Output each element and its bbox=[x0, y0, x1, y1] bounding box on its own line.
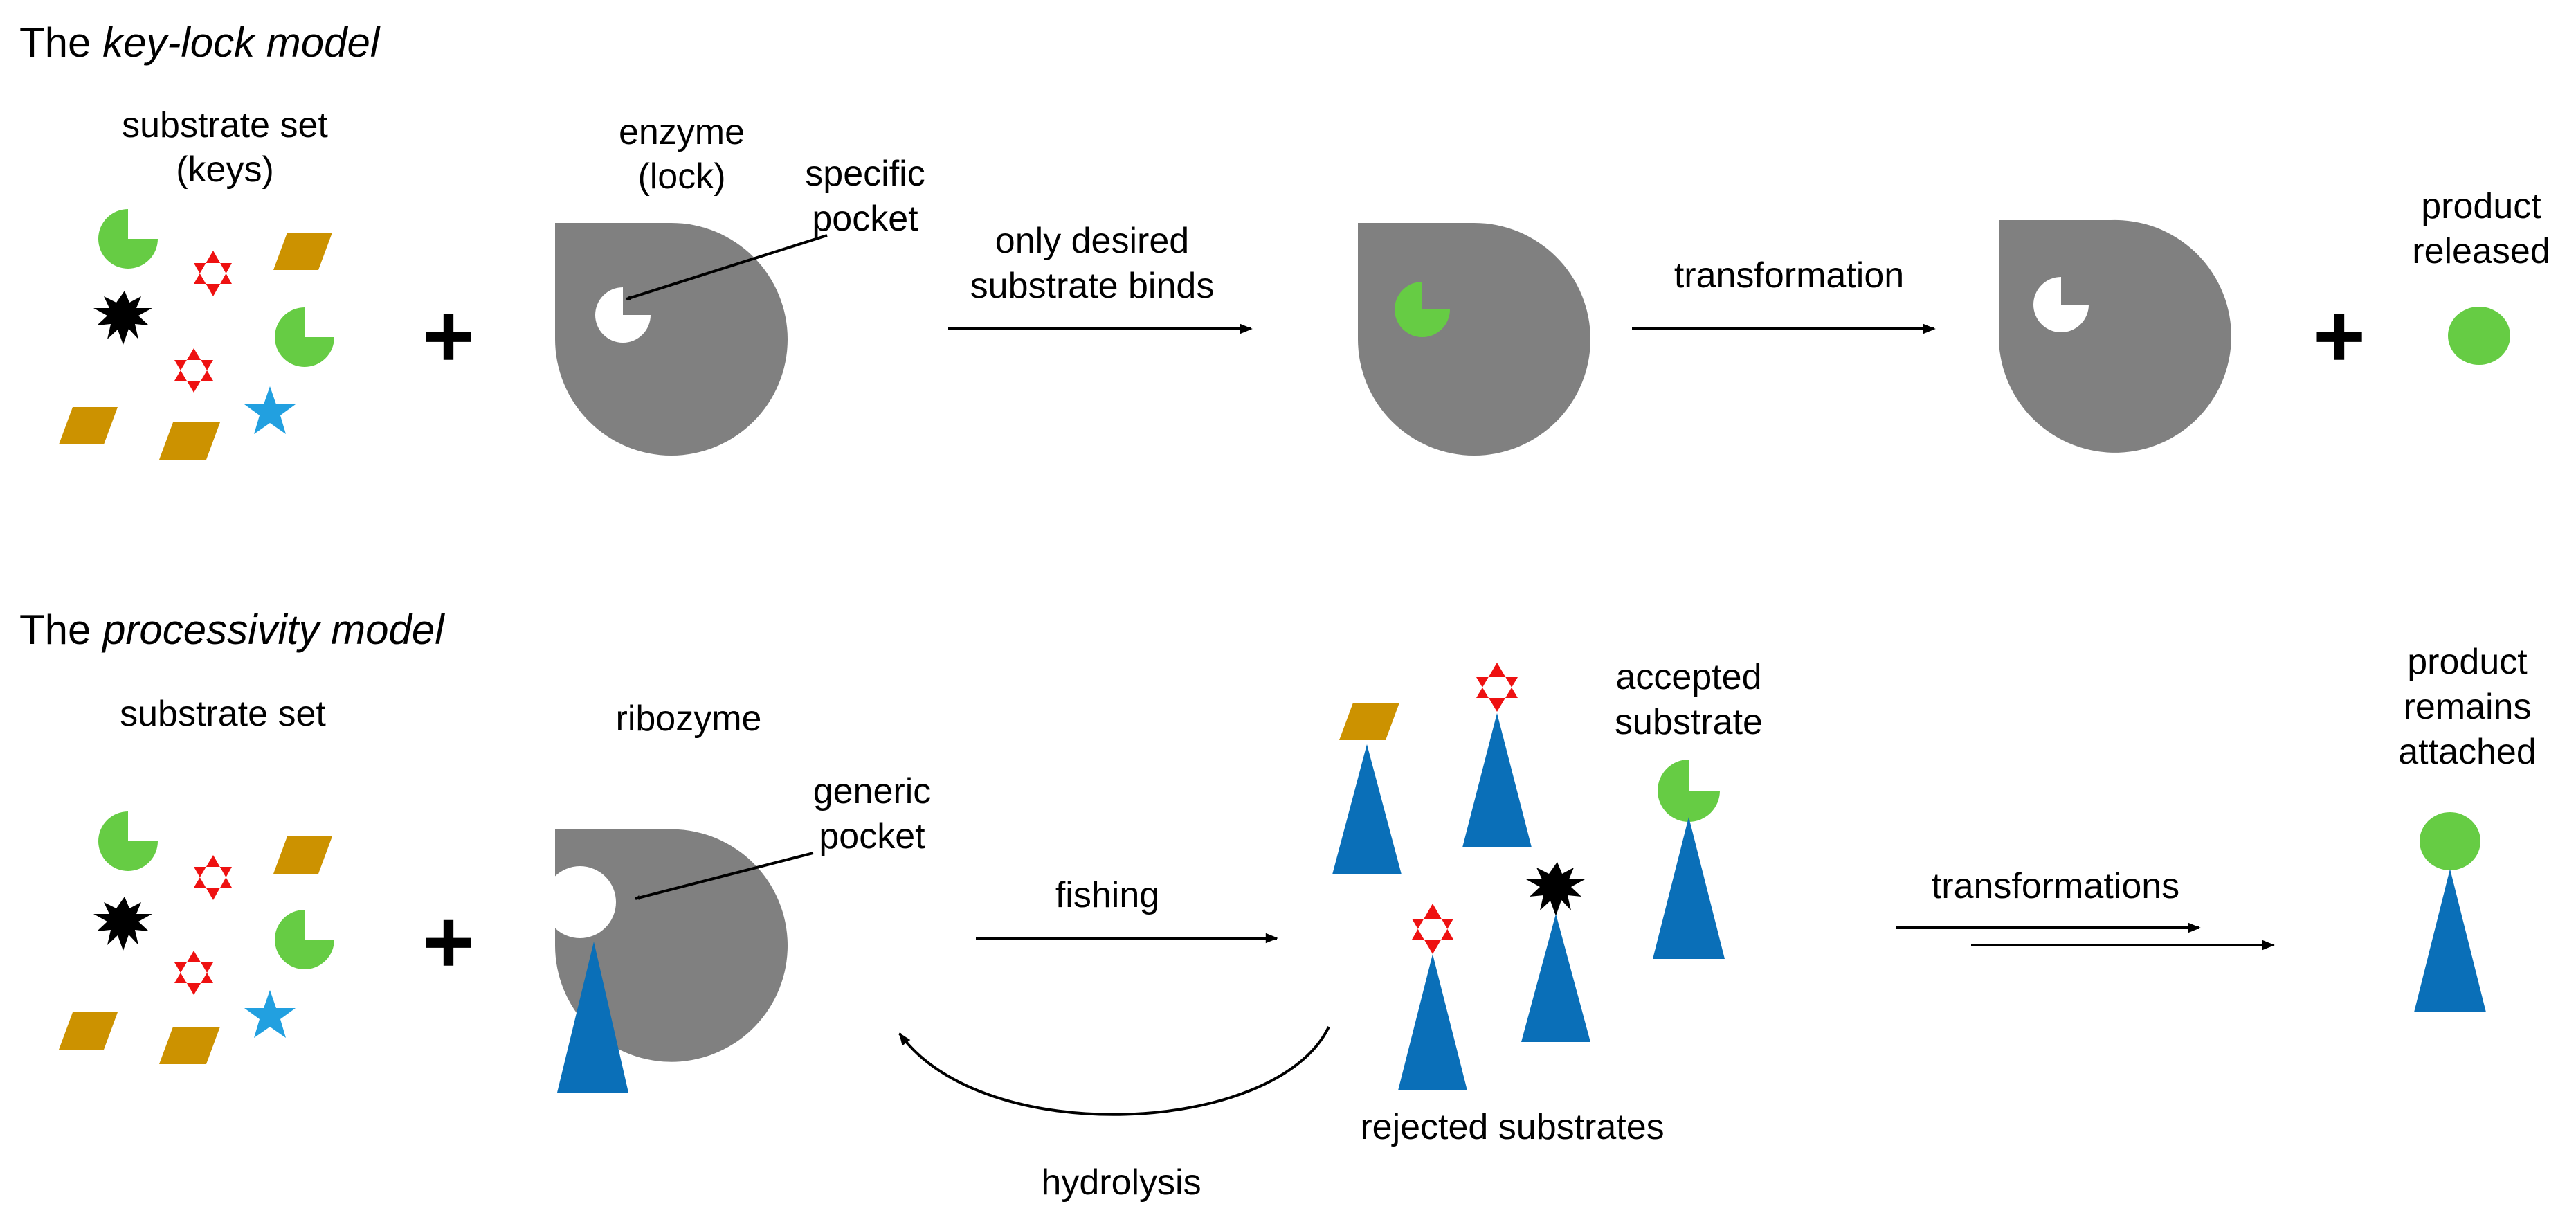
product-released-sublabel: released bbox=[2412, 231, 2550, 271]
binding-sublabel: substrate binds bbox=[970, 266, 1215, 306]
substrate-set-sublabel: (keys) bbox=[176, 150, 274, 190]
free-enzyme-shape bbox=[1999, 219, 2231, 453]
spiky-star-shape bbox=[1526, 862, 1585, 916]
specific-pocket-label: specific bbox=[805, 154, 925, 194]
cone-shape bbox=[1462, 713, 1532, 847]
pacman-shape bbox=[275, 910, 334, 969]
product-circle-shape bbox=[2448, 307, 2510, 365]
enzyme-label: enzyme bbox=[619, 112, 745, 152]
accepted-substrate-label: accepted bbox=[1615, 657, 1761, 697]
anchored-cone-shape bbox=[557, 942, 628, 1093]
ribozyme-shape bbox=[555, 829, 788, 1062]
parallelogram-shape bbox=[159, 1027, 220, 1064]
product-released-label: product bbox=[2421, 186, 2541, 226]
pocket-pointer-arrow bbox=[635, 852, 814, 900]
hexagram-shape bbox=[174, 348, 213, 393]
hydrolysis-label: hydrolysis bbox=[1041, 1162, 1201, 1203]
processivity-title: The processivity model bbox=[19, 606, 445, 653]
bound-substrate-shape bbox=[1395, 282, 1450, 337]
key-lock-title: The key-lock model bbox=[19, 19, 381, 66]
substrate-set-label: substrate set bbox=[120, 694, 326, 734]
generic-pocket-shape bbox=[544, 866, 616, 938]
fishing-label: fishing bbox=[1055, 875, 1159, 915]
specific-pocket-shape bbox=[595, 287, 651, 343]
spiky-star-shape bbox=[93, 897, 152, 951]
pacman-shape bbox=[98, 209, 158, 269]
cone-shape bbox=[1521, 914, 1590, 1042]
hexagram-shape bbox=[1476, 663, 1518, 712]
spiky-star-shape bbox=[93, 291, 152, 345]
product-attached-sublabel-1: remains bbox=[2404, 687, 2532, 727]
specific-pocket-sublabel: pocket bbox=[812, 199, 918, 239]
key-lock-section: The key-lock model substrate set (keys) … bbox=[19, 19, 2550, 460]
transformation-label: transformation bbox=[1674, 255, 1904, 296]
pacman-shape bbox=[275, 307, 334, 367]
five-point-star-shape bbox=[244, 990, 296, 1038]
transformations-label: transformations bbox=[1932, 866, 2179, 906]
hexagram-shape bbox=[1412, 904, 1453, 954]
five-point-star-shape bbox=[244, 386, 296, 434]
product-attached-sublabel-2: attached bbox=[2398, 732, 2537, 772]
hexagram-shape bbox=[194, 855, 232, 900]
cone-shape bbox=[1398, 954, 1467, 1090]
plus-sign: + bbox=[422, 285, 475, 386]
parallelogram-shape bbox=[273, 836, 332, 874]
cone-shape bbox=[2414, 869, 2486, 1012]
pocket-pointer-arrow bbox=[626, 234, 828, 300]
substrate-set-shapes-top bbox=[59, 209, 334, 460]
product-attached-label: product bbox=[2407, 642, 2528, 682]
pacman-shape bbox=[1658, 760, 1720, 822]
parallelogram-shape bbox=[159, 422, 220, 460]
hexagram-shape bbox=[194, 251, 232, 296]
generic-pocket-sublabel: pocket bbox=[819, 816, 925, 856]
generic-pocket-label: generic bbox=[813, 771, 932, 811]
substrate-set-label: substrate set bbox=[122, 105, 328, 145]
hexagram-shape bbox=[174, 951, 213, 995]
parallelogram-shape bbox=[59, 407, 118, 444]
attached-product-circle-shape bbox=[2420, 812, 2480, 870]
ribozyme-label: ribozyme bbox=[616, 699, 762, 739]
enzyme-sublabel: (lock) bbox=[637, 156, 725, 197]
plus-sign: + bbox=[2313, 285, 2366, 386]
enzyme-substrate-complex-shape bbox=[1358, 223, 1590, 456]
parallelogram-shape bbox=[59, 1012, 118, 1050]
rejected-substrates-label: rejected substrates bbox=[1360, 1107, 1664, 1147]
parallelogram-shape bbox=[273, 233, 332, 270]
plus-sign: + bbox=[422, 891, 475, 992]
cone-shape bbox=[1332, 744, 1402, 874]
parallelogram-shape bbox=[1339, 703, 1399, 740]
pacman-shape bbox=[98, 811, 158, 871]
enzyme-lock-shape bbox=[555, 223, 788, 456]
processivity-section: The processivity model substrate set + r… bbox=[19, 606, 2537, 1203]
hydrolysis-arrow bbox=[898, 1026, 1330, 1116]
empty-pocket-shape bbox=[2033, 277, 2089, 332]
cone-shape bbox=[1653, 817, 1725, 959]
fished-substrates bbox=[1332, 663, 1725, 1090]
accepted-substrate-sublabel: substrate bbox=[1615, 702, 1763, 742]
binding-label: only desired bbox=[995, 221, 1189, 261]
substrate-set-shapes-bottom bbox=[59, 811, 334, 1064]
